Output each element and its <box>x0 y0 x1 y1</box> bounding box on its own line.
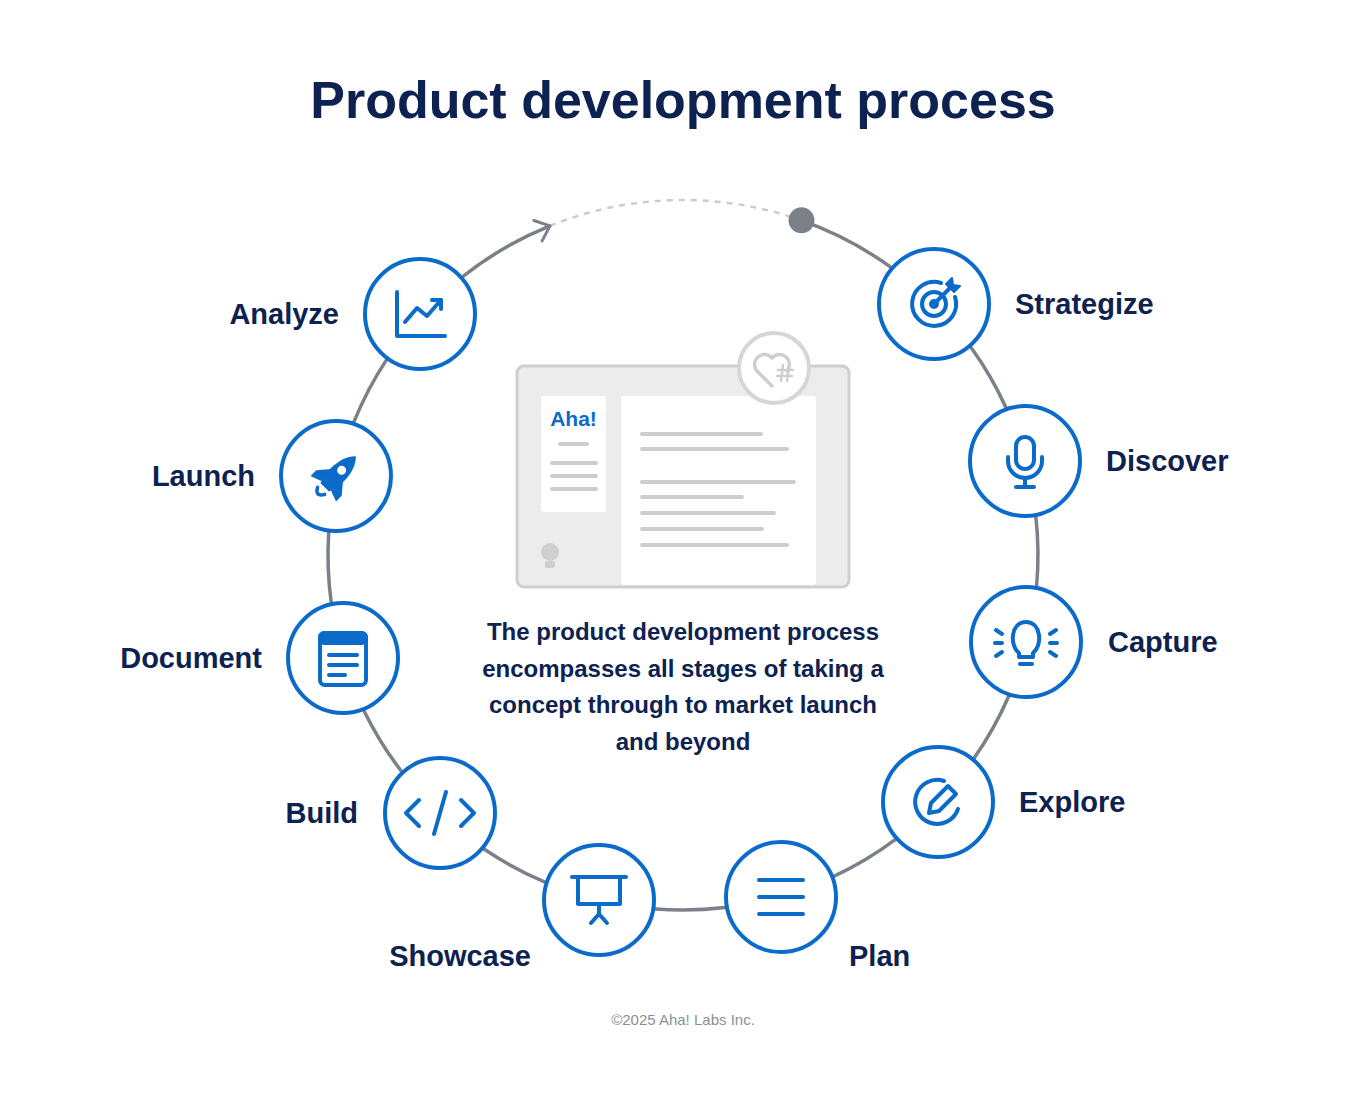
side-panel <box>541 396 606 512</box>
stage-label: Plan <box>849 939 910 973</box>
stage-circle: Showcase <box>542 843 656 957</box>
stage-circle: Capture <box>969 585 1083 699</box>
cycle-connector <box>463 200 891 276</box>
connector-line <box>354 360 386 422</box>
stage-circle: Plan <box>724 840 838 954</box>
cycle-connector <box>328 533 331 603</box>
stage-circle: Discover <box>968 404 1082 518</box>
connector-line <box>971 347 1006 407</box>
heart-badge <box>739 333 809 403</box>
cycle-connector <box>1036 517 1038 586</box>
stage-label: Capture <box>1108 625 1218 659</box>
stage-circle: Build <box>383 756 497 870</box>
stage-label: Explore <box>1019 785 1125 819</box>
stage-circle: Explore <box>881 745 995 859</box>
cycle-connector <box>974 696 1009 758</box>
text-lines <box>552 434 794 545</box>
start-dot <box>788 207 814 233</box>
connector-line <box>802 220 891 267</box>
stage-circle: Launch <box>279 419 393 533</box>
window-frame <box>517 366 849 587</box>
connector-line <box>655 908 725 910</box>
stage-label: Analyze <box>229 297 339 331</box>
stage-label: Launch <box>152 459 255 493</box>
stage-label: Strategize <box>1015 287 1154 321</box>
stage-label: Discover <box>1106 444 1229 478</box>
dashed-return <box>550 200 802 226</box>
connector-line <box>484 849 545 882</box>
diagram-title: Product development process <box>0 68 1366 132</box>
connector-line <box>834 840 895 877</box>
cycle-connector <box>484 849 545 882</box>
logo-text: Aha! <box>541 406 606 432</box>
connector-line <box>463 226 550 277</box>
arrow-head <box>534 221 550 241</box>
stage-label: Build <box>286 796 359 830</box>
cycle-connector <box>834 840 895 877</box>
cycle-connector <box>655 908 725 910</box>
cycle-connector <box>364 711 401 771</box>
stage-circle: Document <box>286 601 400 715</box>
stage-label: Showcase <box>389 939 531 973</box>
stage-circle: Strategize <box>877 247 991 361</box>
copyright-note: ©2025 Aha! Labs Inc. <box>0 1011 1366 1029</box>
stage-circle: Analyze <box>363 257 477 371</box>
bulb-icon <box>541 543 559 568</box>
connector-line <box>1036 517 1038 586</box>
cycle-connector <box>971 347 1006 407</box>
connector-line <box>364 711 401 771</box>
stage-label: Document <box>120 641 262 675</box>
content-panel <box>621 396 816 585</box>
connector-line <box>974 696 1009 758</box>
center-caption: The product development process encompas… <box>473 614 893 760</box>
connector-line <box>328 533 331 603</box>
cycle-connector <box>354 360 386 422</box>
